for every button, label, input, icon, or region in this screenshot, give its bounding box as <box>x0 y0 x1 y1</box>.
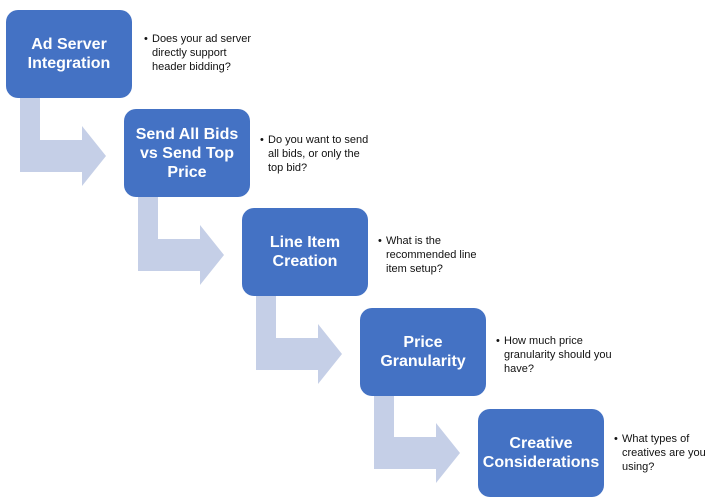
step-note-text: What is the recommended line item setup? <box>386 235 477 275</box>
step-note-price-granularity: • How much price granularity should you … <box>496 334 614 376</box>
step-note-text: Do you want to send all bids, or only th… <box>268 134 369 174</box>
bullet-icon: • <box>378 235 382 247</box>
step-note-text: What types of creatives are you using? <box>622 433 706 473</box>
step-box-price-granularity: Price Granularity <box>360 308 486 396</box>
bent-arrow-icon <box>374 395 460 483</box>
bent-arrow-icon <box>256 296 342 384</box>
bullet-icon: • <box>260 134 264 146</box>
bent-arrow-icon <box>20 98 106 186</box>
step-box-line-item-creation: Line Item Creation <box>242 208 368 296</box>
step-box-ad-server-integration: Ad Server Integration <box>6 10 132 98</box>
bullet-icon: • <box>614 433 618 445</box>
step-note-send-all-bids: • Do you want to send all bids, or only … <box>260 133 378 175</box>
step-note-ad-server-integration: • Does your ad server directly support h… <box>144 32 262 74</box>
step-note-creative-considerations: • What types of creatives are you using? <box>614 432 718 474</box>
step-label: Line Item Creation <box>269 234 341 270</box>
step-label: Price Granularity <box>380 334 466 370</box>
step-note-text: How much price granularity should you ha… <box>504 335 612 375</box>
step-label: Send All Bids vs Send Top Price <box>135 125 239 181</box>
step-note-text: Does your ad server directly support hea… <box>152 33 252 73</box>
step-note-line-item-creation: • What is the recommended line item setu… <box>378 234 496 276</box>
bullet-icon: • <box>144 33 148 45</box>
step-box-send-all-bids: Send All Bids vs Send Top Price <box>124 109 250 197</box>
step-label: Ad Server Integration <box>27 36 111 72</box>
step-box-creative-considerations: Creative Considerations <box>478 409 604 497</box>
bullet-icon: • <box>496 335 500 347</box>
bent-arrow-icon <box>138 197 224 285</box>
step-label: Creative Considerations <box>482 435 600 471</box>
